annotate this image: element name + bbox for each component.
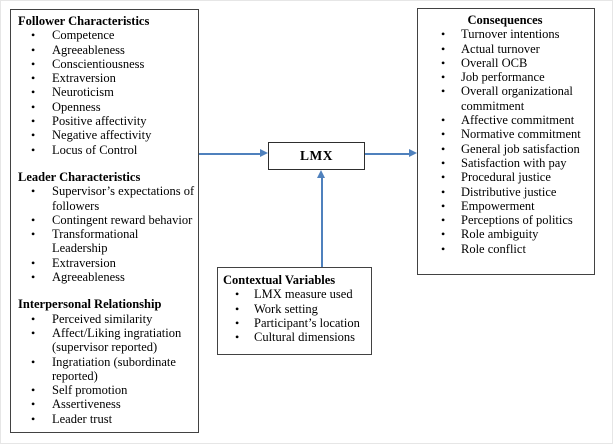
bullet-item: Affective commitment [418,113,592,128]
lmx-box: LMX [268,142,365,170]
bullet-item: Satisfaction with pay [418,156,592,171]
bullet-item: Role ambiguity [418,227,592,242]
consequences-box: Consequences Turnover intentionsActual t… [417,8,595,275]
arrow-shaft [320,177,323,267]
arrowhead-right-icon [260,149,268,157]
leader-characteristics-list: Supervisor’s expectations of followersCo… [11,184,196,284]
bullet-item: Conscientiousness [11,57,196,72]
section-leader-characteristics: Leader Characteristics Supervisor’s expe… [11,169,196,285]
arrow-shaft [199,152,261,155]
bullet-item: Job performance [418,70,592,85]
arrowhead-right-icon [409,149,417,157]
bullet-item: Affect/Liking ingratiation (supervisor r… [11,326,196,355]
bullet-item: Agreeableness [11,270,196,285]
bullet-item: Leader trust [11,412,196,427]
arrow-contextual-to-lmx [317,170,326,267]
bullet-item: Work setting [218,302,369,317]
bullet-item: Supervisor’s expectations of followers [11,184,196,213]
contextual-variables-list: LMX measure usedWork settingParticipant’… [218,287,369,344]
arrow-antecedents-to-lmx [199,149,268,158]
bullet-item: General job satisfaction [418,142,592,157]
bullet-item: Cultural dimensions [218,330,369,345]
bullet-item: Ingratiation (subordinate reported) [11,355,196,384]
section-interpersonal-relationship: Interpersonal Relationship Perceived sim… [11,297,196,426]
bullet-item: Distributive justice [418,185,592,200]
bullet-item: Perceived similarity [11,312,196,327]
bullet-item: Self promotion [11,383,196,398]
bullet-item: Transformational Leadership [11,227,196,256]
arrow-shaft [365,152,410,155]
bullet-item: Turnover intentions [418,27,592,42]
section-title-interpersonal-relationship: Interpersonal Relationship [18,297,162,312]
bullet-item: Overall organizational commitment [418,84,592,113]
bullet-item: Extraversion [11,256,196,271]
antecedents-box: Follower Characteristics CompetenceAgree… [10,9,199,433]
bullet-item: Extraversion [11,71,196,86]
contextual-variables-box: Contextual Variables LMX measure usedWor… [217,267,372,355]
consequences-title: Consequences [467,13,543,27]
bullet-item: Actual turnover [418,42,592,57]
arrowhead-up-icon [317,170,325,178]
contextual-variables-title: Contextual Variables [223,273,336,287]
bullet-item: Contingent reward behavior [11,213,196,228]
bullet-item: Locus of Control [11,143,196,158]
bullet-item: Procedural justice [418,170,592,185]
bullet-item: Perceptions of politics [418,213,592,228]
lmx-label: LMX [300,147,333,163]
bullet-item: Neuroticism [11,85,196,100]
arrow-lmx-to-consequences [365,149,417,158]
bullet-item: Negative affectivity [11,128,196,143]
bullet-item: Participant’s location [218,316,369,331]
bullet-item: Role conflict [418,242,592,257]
bullet-item: Positive affectivity [11,114,196,129]
bullet-item: Openness [11,100,196,115]
section-title-leader-characteristics: Leader Characteristics [18,169,141,184]
consequences-list: Turnover intentionsActual turnoverOveral… [418,27,592,256]
follower-characteristics-list: CompetenceAgreeablenessConscientiousness… [11,28,196,157]
bullet-item: Competence [11,28,196,43]
bullet-item: Overall OCB [418,56,592,71]
bullet-item: Empowerment [418,199,592,214]
interpersonal-relationship-list: Perceived similarityAffect/Liking ingrat… [11,312,196,427]
section-title-follower-characteristics: Follower Characteristics [18,14,150,28]
bullet-item: LMX measure used [218,287,369,302]
section-follower-characteristics: Follower Characteristics CompetenceAgree… [11,14,196,157]
bullet-item: Agreeableness [11,43,196,58]
bullet-item: Assertiveness [11,397,196,412]
bullet-item: Normative commitment [418,127,592,142]
